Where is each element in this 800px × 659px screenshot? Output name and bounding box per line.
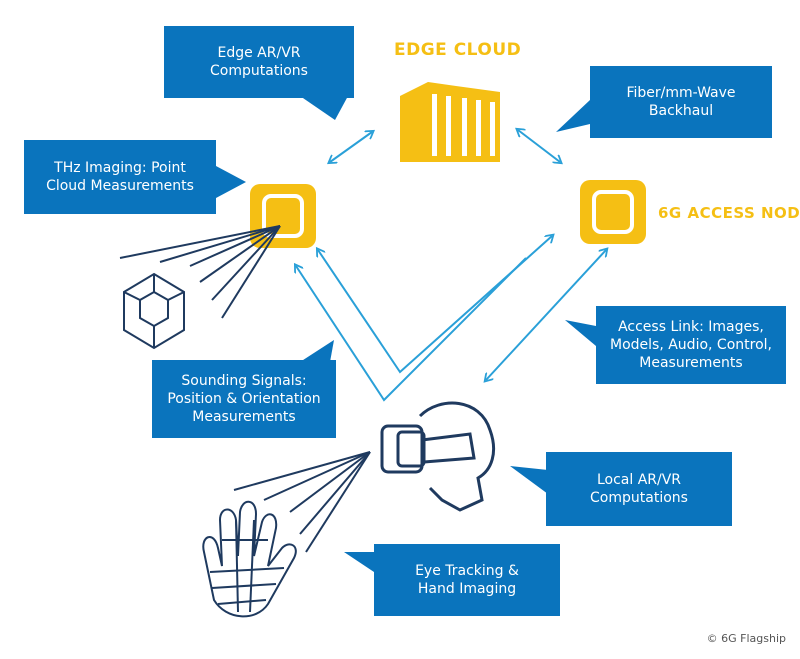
edge-cloud-label: EDGE CLOUD	[394, 40, 522, 60]
access-node-icon	[580, 180, 646, 244]
point-cloud-cube-icon	[123, 272, 185, 350]
edge-callout-tail	[300, 96, 348, 120]
thz-beam-rays	[119, 225, 281, 319]
copyright-text: © 6G Flagship	[706, 632, 786, 645]
sounding-signals-callout: Sounding Signals: Position & Orientation…	[152, 360, 336, 438]
vr-headset-user-icon	[380, 401, 495, 512]
access-node-label: 6G ACCESS NOD	[658, 204, 800, 222]
backhaul-callout-tail	[556, 100, 590, 132]
thz-callout-tail	[216, 166, 246, 198]
backhaul-callout: Fiber/mm-Wave Backhaul	[590, 66, 772, 138]
thz-imaging-callout: THz Imaging: Point Cloud Measurements	[24, 140, 216, 214]
eye-tracking-callout: Eye Tracking & Hand Imaging	[374, 544, 560, 616]
access-link-callout: Access Link: Images, Models, Audio, Cont…	[596, 306, 786, 384]
sounding-callout-tail	[300, 340, 334, 362]
access-link-callout-tail	[565, 320, 596, 346]
thz-node-icon	[250, 184, 316, 248]
edge-ar-vr-callout: Edge AR/VR Computations	[164, 26, 354, 98]
local-ar-vr-callout: Local AR/VR Computations	[546, 452, 732, 526]
edge-thz-arrow	[330, 132, 372, 162]
hand-imaging-rays	[233, 451, 371, 553]
sounding-v-inner	[296, 257, 527, 402]
local-callout-tail	[510, 466, 548, 494]
wireframe-hand-icon	[202, 500, 297, 618]
access-link-arrow	[486, 250, 606, 380]
edge-access-arrow	[518, 130, 560, 162]
eye-callout-tail	[344, 552, 374, 572]
edge-cloud-server-icon	[400, 82, 500, 162]
